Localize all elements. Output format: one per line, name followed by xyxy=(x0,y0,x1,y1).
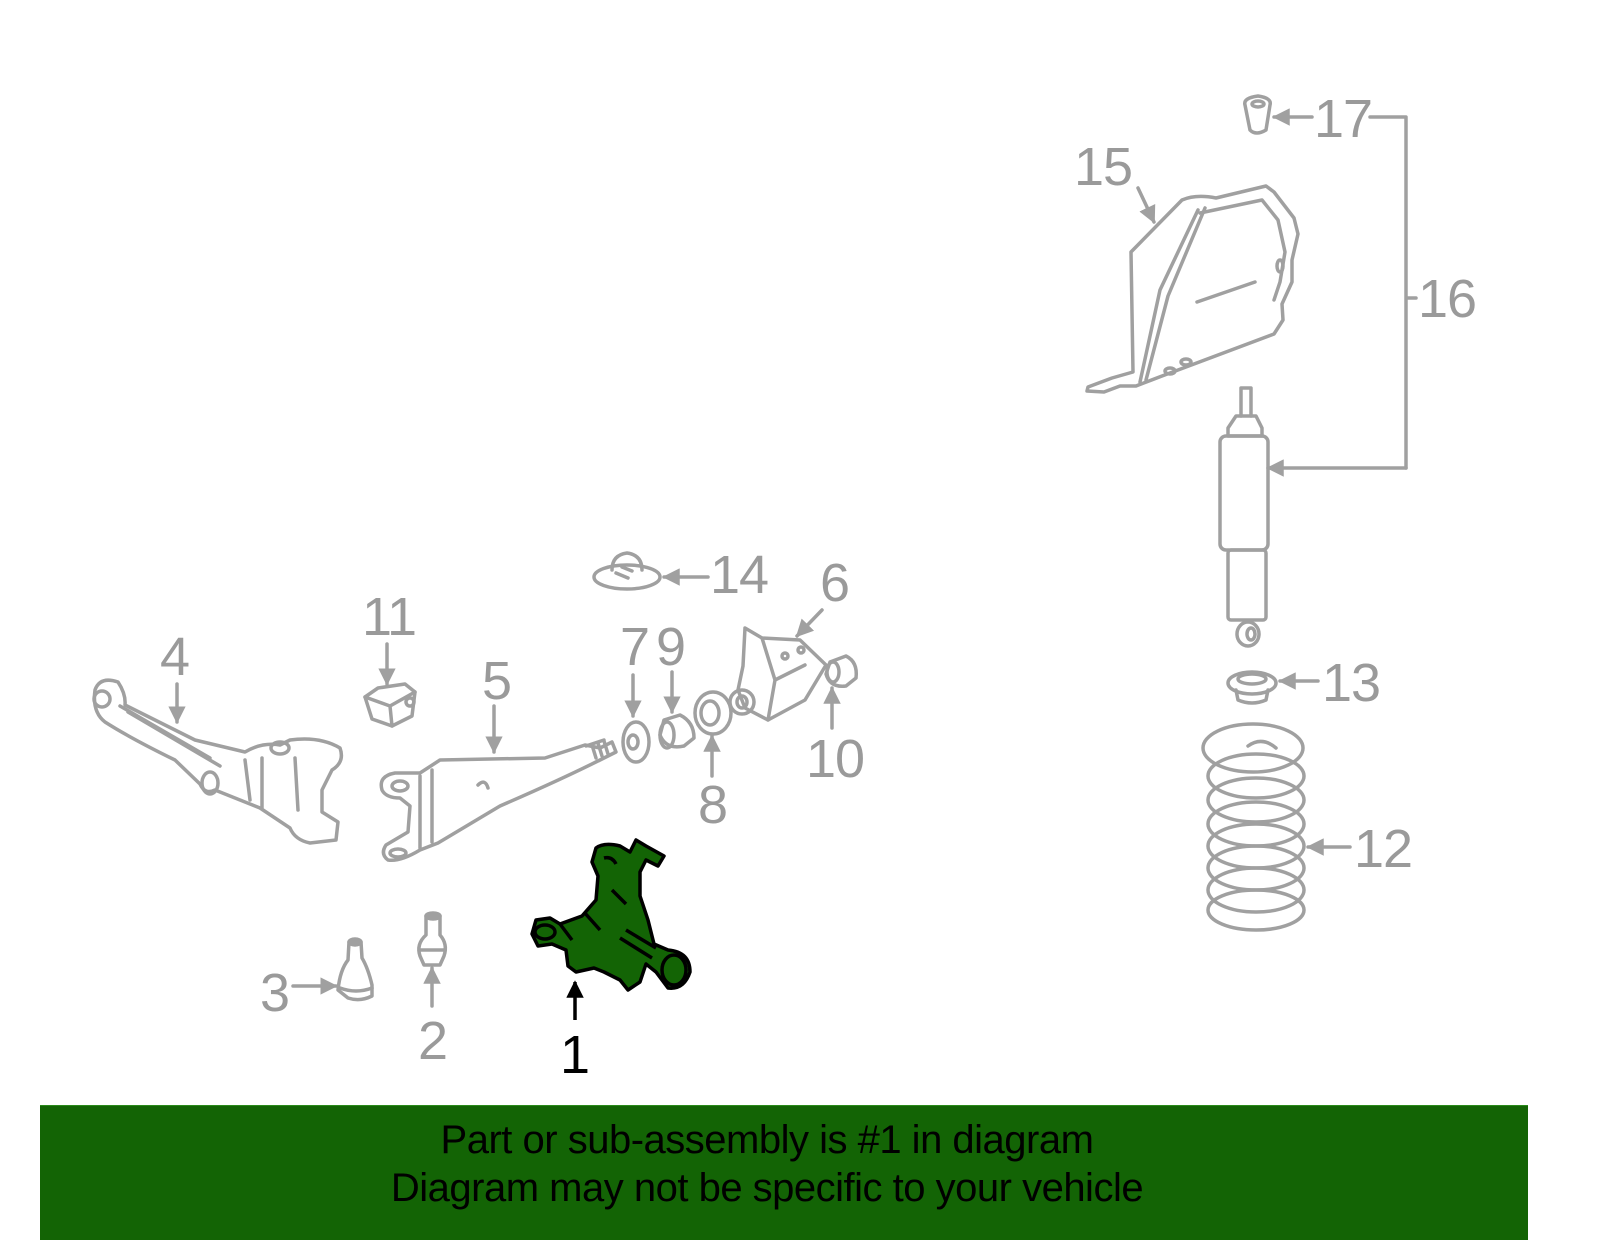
callout-7[interactable]: 7 xyxy=(620,617,650,677)
part-4-lower-control-arm[interactable] xyxy=(92,678,344,845)
callout-17[interactable]: 17 xyxy=(1314,89,1373,149)
part-12-coil-spring[interactable] xyxy=(1201,722,1306,932)
part-17-shock-bushing[interactable] xyxy=(1243,94,1272,135)
part-1-steering-knuckle[interactable] xyxy=(530,838,692,992)
info-banner: Part or sub-assembly is #1 in diagram Di… xyxy=(40,1105,1528,1240)
callout-4[interactable]: 4 xyxy=(160,627,190,687)
callout-12[interactable]: 12 xyxy=(1354,819,1413,879)
part-11-bump-stop[interactable] xyxy=(363,682,417,728)
callout-11[interactable]: 11 xyxy=(362,587,417,647)
callout-10[interactable]: 10 xyxy=(806,729,865,789)
callout-16[interactable]: 16 xyxy=(1418,269,1477,329)
part-13-spring-insulator[interactable] xyxy=(1226,670,1278,705)
part-3-upper-ball-joint[interactable] xyxy=(336,937,374,1002)
part-16-shock-absorber[interactable] xyxy=(1218,386,1270,648)
part-5-upper-control-arm[interactable] xyxy=(379,738,618,863)
callout-15[interactable]: 15 xyxy=(1074,137,1133,197)
callout-3[interactable]: 3 xyxy=(260,963,290,1023)
part-8-bushing[interactable] xyxy=(693,690,733,736)
part-14-spring-seat[interactable] xyxy=(592,551,662,591)
callout-1[interactable]: 1 xyxy=(560,1025,590,1085)
callout-14[interactable]: 14 xyxy=(710,545,769,605)
callout-8[interactable]: 8 xyxy=(698,775,728,835)
callout-9[interactable]: 9 xyxy=(656,617,686,677)
banner-line-part-info: Part or sub-assembly is #1 in diagram xyxy=(440,1118,1094,1162)
part-2-lower-ball-joint[interactable] xyxy=(417,911,448,967)
callout-5[interactable]: 5 xyxy=(482,651,512,711)
leader-lines xyxy=(168,108,1408,1008)
callout-2[interactable]: 2 xyxy=(418,1011,448,1071)
part-15-splash-shield[interactable] xyxy=(1085,184,1300,394)
banner-line-disclaimer: Diagram may not be specific to your vehi… xyxy=(390,1166,1144,1210)
part-9-bushing-inner[interactable] xyxy=(658,713,696,750)
callout-6[interactable]: 6 xyxy=(820,553,850,613)
bracket-16 xyxy=(1368,115,1418,470)
part-10-bushing-outer[interactable] xyxy=(824,654,859,688)
part-7-washer[interactable] xyxy=(621,720,651,764)
callout-13[interactable]: 13 xyxy=(1322,653,1381,713)
part-6-mounting-bracket[interactable] xyxy=(728,626,828,722)
